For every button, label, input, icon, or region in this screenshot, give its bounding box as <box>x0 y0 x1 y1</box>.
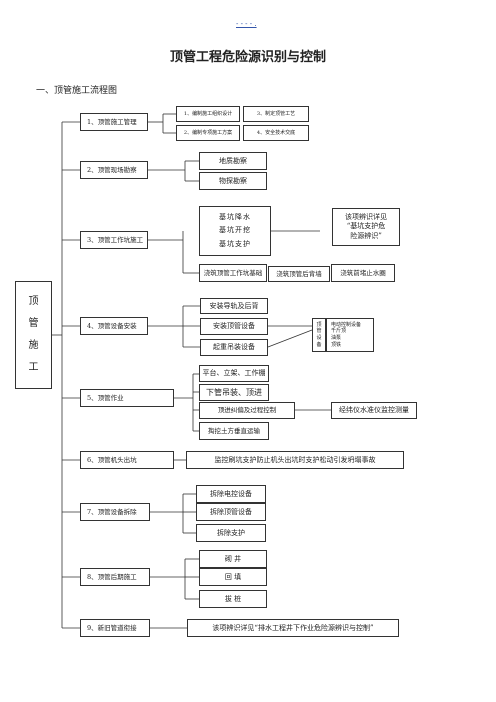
root-char: 工 <box>28 362 39 373</box>
step-9-box: 9、新旧管道衔接 <box>80 619 150 637</box>
step1-item-process: 3、制定顶管工艺 <box>243 106 309 122</box>
step2-item-geology: 地质勘察 <box>199 152 267 170</box>
step2-item-geophysics: 物探勘察 <box>199 172 267 190</box>
step8-pull-piles: 拔 桩 <box>199 590 267 608</box>
step3-pit-group: 基坑降水 基坑开挖 基坑支护 <box>199 206 271 256</box>
step6-monitor-note: 监控刷坑支护防止机头出坑时支护松动引发坍塌事故 <box>186 451 404 469</box>
step1-item-safety-briefing: 4、安全技术交底 <box>243 125 309 141</box>
step5-correction-control: 顶进纠偏及过程控制 <box>199 402 295 419</box>
step4-lifting-equipment: 起重吊装设备 <box>200 339 268 356</box>
step5-survey-note: 经纬仪水准仪监控测量 <box>331 402 417 419</box>
step3-pour-seal-ring: 浇筑前堵止水圈 <box>331 264 395 282</box>
step-7-box: 7、顶管设备拆除 <box>80 503 150 521</box>
step-8-box: 8、顶管后期施工 <box>80 568 150 586</box>
root-char: 顶 <box>28 296 39 307</box>
step-1-box: 1、顶管施工管理 <box>80 113 148 131</box>
step8-backfill: 回 填 <box>199 568 267 586</box>
step3-reference-note: 该项辨识详见 “基坑支护危 险源辨识” <box>332 208 400 246</box>
step7-remove-jacking: 拆除顶管设备 <box>196 503 266 521</box>
step5-platform: 平台、立架、工作棚 <box>199 365 269 382</box>
step3-support: 基坑支护 <box>219 239 251 248</box>
step4-install-rails: 安装导轨及后背 <box>200 298 268 314</box>
step-2-box: 2、顶管现场勘察 <box>80 161 148 179</box>
step-4-box: 4、顶管设备安装 <box>80 317 148 335</box>
step9-reference-note: 该项辨识详见“排水工程井下作业危险源辨识与控制” <box>187 619 399 637</box>
step7-remove-electrical: 拆除电控设备 <box>196 485 266 503</box>
step4-equipment-label: 顶 管 设 备 <box>312 318 326 352</box>
step3-pour-foundation: 浇筑顶管工作坑基础 <box>199 264 267 282</box>
section-heading: 一、顶管施工流程图 <box>36 86 118 96</box>
step1-item-special-plan: 2、编制专项施工方案 <box>176 125 240 141</box>
step-3-box: 3、顶管工作坑施工 <box>80 231 148 249</box>
step5-soil-transport: 掏挖土方垂直运输 <box>199 422 269 440</box>
step4-equipment-list: 电动控制设备 千斤顶 油泵 顶铁 <box>326 318 374 352</box>
step8-build-well: 砌 井 <box>199 550 267 568</box>
header-mark: - - - - . <box>236 20 257 28</box>
page-title: 顶管工程危险源识别与控制 <box>169 50 326 65</box>
step-6-box: 6、顶管机头出坑 <box>80 451 174 469</box>
root-char: 施 <box>28 340 39 351</box>
step5-lowering-jacking: 下管吊装、顶进 <box>199 384 269 401</box>
step3-dewatering: 基坑降水 <box>219 213 251 222</box>
step7-remove-support: 拆除支护 <box>196 524 266 542</box>
step3-excavation: 基坑开挖 <box>219 226 251 235</box>
step1-item-org-design: 1、编制施工组织设计 <box>176 106 240 122</box>
root-box-construction: 顶 管 施 工 <box>15 281 52 389</box>
root-char: 管 <box>28 318 39 329</box>
step3-pour-back-wall: 浇筑顶管后背墙 <box>268 266 330 282</box>
step-5-box: 5、顶管作业 <box>80 389 174 407</box>
step4-install-equipment: 安装顶管设备 <box>200 318 268 335</box>
